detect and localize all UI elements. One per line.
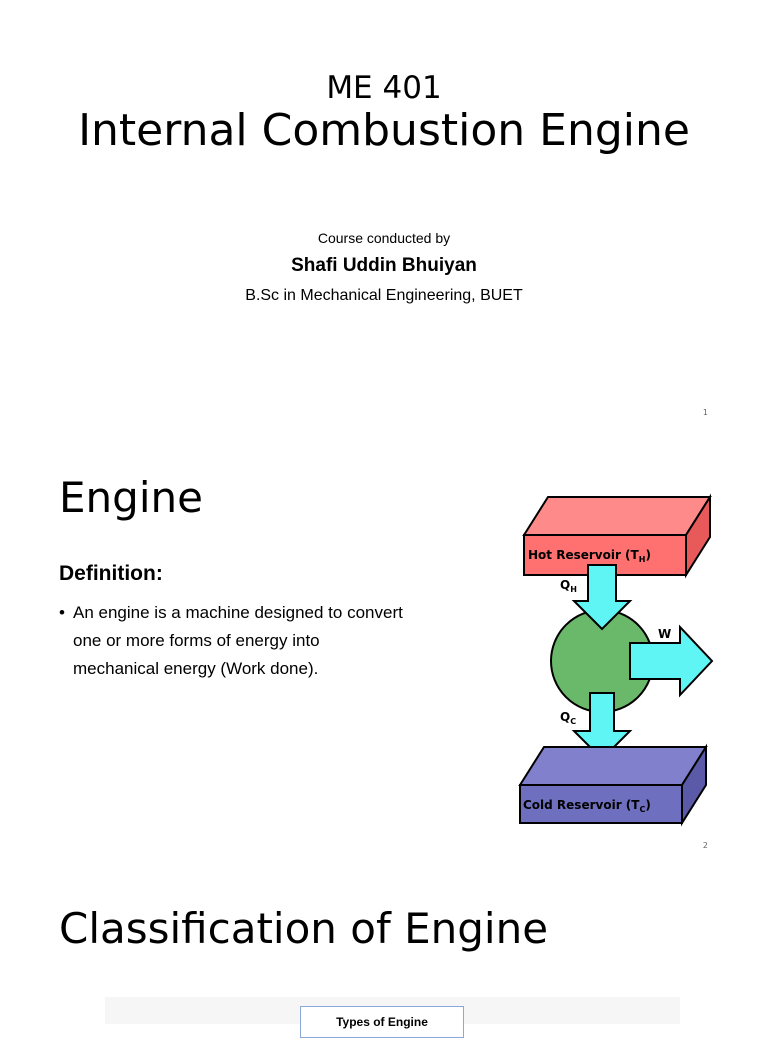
heat-engine-diagram: Hot Reservoir (TH) QH W QC Cold Reservoi… — [518, 493, 714, 827]
engine-slide: Engine Definition: • An engine is a mach… — [0, 433, 768, 866]
types-of-engine-box: Types of Engine — [300, 1006, 464, 1038]
cold-reservoir-top — [518, 746, 708, 786]
heat-out-arrow — [571, 692, 633, 761]
hot-reservoir: Hot Reservoir (TH) — [522, 493, 712, 579]
page-number: 2 — [702, 841, 708, 850]
classification-slide: Classification of Engine Types of Engine — [0, 866, 768, 1038]
page-number: 1 — [702, 408, 708, 417]
conducted-by-label: Course conducted by — [317, 230, 451, 246]
hot-reservoir-label: Hot Reservoir (TH) — [528, 548, 651, 564]
slide-title: Classification of Engine — [59, 904, 549, 953]
definition-bullet: • An engine is a machine designed to con… — [59, 599, 409, 683]
definition-heading: Definition: — [59, 562, 163, 585]
cold-reservoir: Cold Reservoir (TC) — [518, 743, 708, 827]
title-slide: ME 401 Internal Combustion Engine Course… — [0, 0, 768, 433]
course-code: ME 401 — [326, 70, 442, 106]
definition-text: An engine is a machine designed to conve… — [73, 603, 403, 678]
heat-in-arrow — [571, 564, 633, 631]
heat-out-label: QC — [560, 710, 576, 726]
cold-reservoir-front — [519, 784, 683, 824]
instructor-name: Shafi Uddin Bhuiyan — [291, 255, 477, 276]
slide-title: Engine — [59, 473, 203, 522]
work-arrow — [629, 624, 714, 698]
instructor-degree: B.Sc in Mechanical Engineering, BUET — [245, 287, 523, 304]
work-label: W — [658, 627, 671, 641]
hot-reservoir-top — [522, 496, 712, 536]
course-title: Internal Combustion Engine — [78, 105, 690, 156]
heat-in-label: QH — [560, 578, 577, 594]
cold-reservoir-label: Cold Reservoir (TC) — [523, 798, 651, 814]
bullet-icon: • — [59, 603, 65, 622]
